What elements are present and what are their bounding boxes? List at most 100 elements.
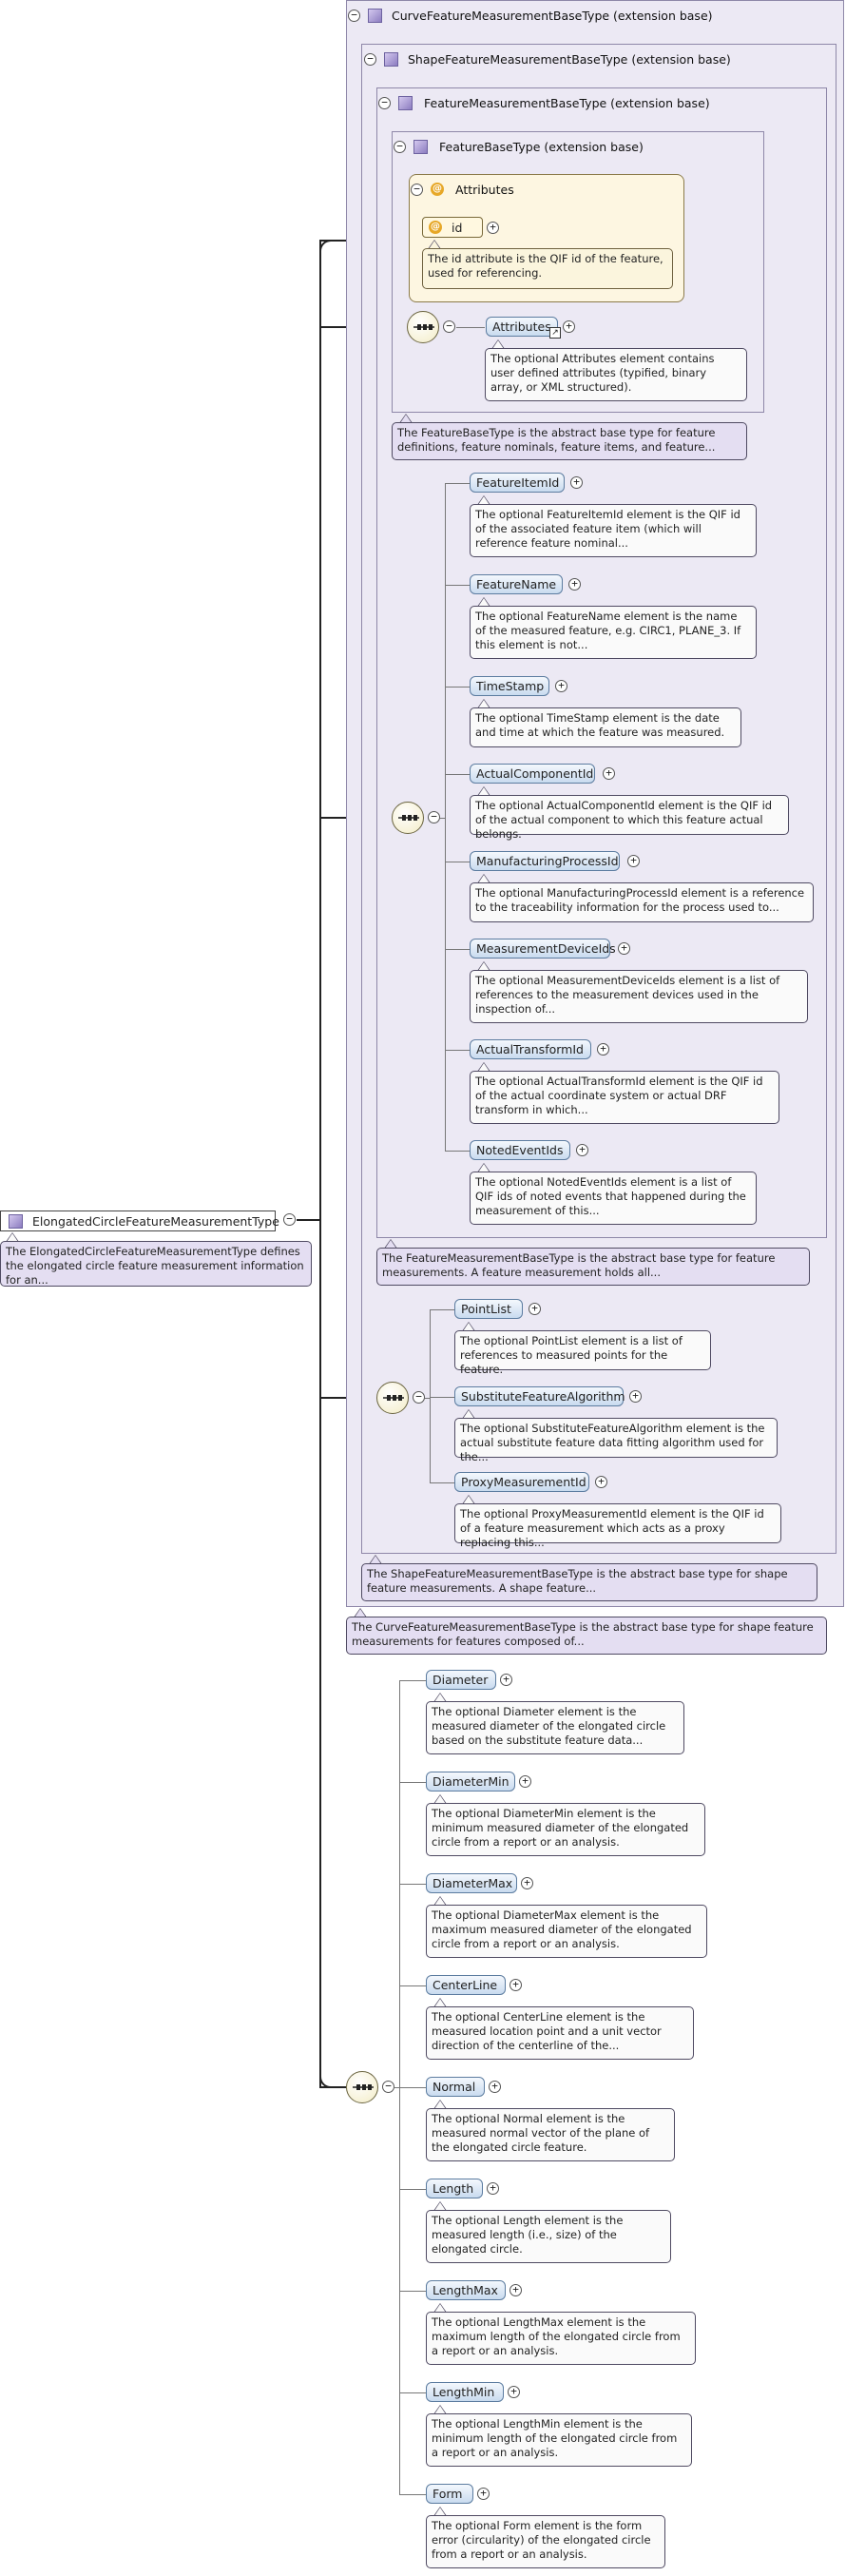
element-form[interactable]: Form — [426, 2484, 473, 2504]
sequence-featbase[interactable] — [407, 311, 439, 343]
element-expand-toggle[interactable]: + — [570, 476, 583, 489]
featmeas-children-bus — [445, 483, 446, 1151]
element-doc-tail — [433, 1998, 447, 2007]
id-attribute[interactable]: @ id — [422, 217, 483, 238]
element-diameter-doc: The optional Diameter element is the mea… — [426, 1701, 684, 1754]
element-expand-toggle[interactable]: + — [508, 2386, 520, 2398]
id-attribute-name: id — [452, 220, 463, 235]
element-doc-tail — [477, 786, 490, 796]
element-measurementdeviceids-doc: The optional MeasurementDeviceIds elemen… — [470, 970, 808, 1023]
attributes-element[interactable]: Attributes — [486, 317, 558, 337]
element-lengthmin[interactable]: LengthMin — [426, 2382, 504, 2402]
element-expand-toggle[interactable]: + — [576, 1144, 588, 1156]
element-connector — [430, 1397, 454, 1398]
element-featureitemid[interactable]: FeatureItemId — [470, 473, 565, 493]
element-expand-toggle[interactable]: + — [489, 2081, 501, 2093]
element-doc-tail — [433, 2405, 447, 2414]
element-centerline-doc: The optional CenterLine element is the m… — [426, 2006, 694, 2060]
element-expand-toggle[interactable]: + — [555, 680, 567, 692]
element-measurementdeviceids[interactable]: MeasurementDeviceIds — [470, 939, 616, 959]
sequence-featmeas[interactable] — [392, 802, 424, 834]
sequence-own[interactable] — [346, 2071, 378, 2103]
element-connector — [399, 2189, 426, 2190]
element-timestamp[interactable]: TimeStamp — [470, 676, 549, 696]
shape-doc-tail — [369, 1555, 382, 1564]
element-expand-toggle[interactable]: + — [618, 942, 630, 955]
element-normal[interactable]: Normal — [426, 2077, 485, 2097]
element-connector — [445, 949, 470, 950]
curve-doc-tail — [354, 1608, 367, 1617]
element-expand-toggle[interactable]: + — [510, 2284, 522, 2296]
element-proxymeasurementid[interactable]: ProxyMeasurementId — [454, 1472, 589, 1492]
element-expand-toggle[interactable]: + — [603, 767, 615, 780]
element-substitutefeaturealgorithm[interactable]: SubstituteFeatureAlgorithm — [454, 1386, 625, 1406]
element-expand-toggle[interactable]: + — [521, 1877, 533, 1889]
element-actualtransformid[interactable]: ActualTransformId — [470, 1039, 591, 1059]
element-doc-tail — [477, 495, 490, 505]
element-manufacturingprocessid[interactable]: ManufacturingProcessId — [470, 851, 620, 871]
trunk-line — [319, 240, 321, 2088]
element-expand-toggle[interactable]: + — [627, 855, 640, 867]
element-lengthmax[interactable]: LengthMax — [426, 2280, 506, 2300]
element-expand-toggle[interactable]: + — [629, 1390, 642, 1403]
element-centerline[interactable]: CenterLine — [426, 1975, 506, 1995]
element-expand-toggle[interactable]: + — [595, 1476, 607, 1488]
element-notedeventids[interactable]: NotedEventIds — [470, 1140, 570, 1160]
featbase-collapse-toggle[interactable]: − — [394, 140, 406, 153]
sequence-compositor-icon — [383, 1395, 404, 1401]
element-doc-tail — [433, 2100, 447, 2109]
element-expand-toggle[interactable]: + — [487, 2182, 499, 2195]
root-element-name: ElongatedCircleFeatureMeasurementType — [32, 1213, 279, 1229]
element-connector — [399, 2494, 426, 2495]
element-expand-toggle[interactable]: + — [597, 1043, 609, 1056]
element-expand-toggle[interactable]: + — [568, 578, 581, 591]
sequence-shape-toggle[interactable]: − — [413, 1391, 425, 1404]
shape-collapse-toggle[interactable]: − — [364, 52, 376, 66]
element-diametermin[interactable]: DiameterMin — [426, 1772, 515, 1792]
element-expand-toggle[interactable]: + — [510, 1979, 522, 1991]
sequence-featbase-toggle[interactable]: − — [443, 320, 455, 333]
shape-bus-connector — [425, 1398, 431, 1399]
featmeas-ext-header: − FeatureMeasurementBaseType (extension … — [378, 94, 710, 111]
element-actualcomponentid[interactable]: ActualComponentId — [470, 764, 595, 784]
element-connector — [445, 1050, 470, 1051]
featmeas-ext-title: FeatureMeasurementBaseType (extension ba… — [424, 95, 710, 110]
element-diametermin-doc: The optional DiameterMin element is the … — [426, 1803, 705, 1856]
own-bus-connector — [394, 2087, 400, 2088]
element-expand-toggle[interactable]: + — [529, 1303, 541, 1315]
element-featurename[interactable]: FeatureName — [470, 574, 563, 594]
featbase-doc-tail — [399, 414, 413, 423]
sequence-own-toggle[interactable]: − — [382, 2081, 394, 2093]
sequence-featmeas-toggle[interactable]: − — [428, 811, 440, 823]
element-connector — [445, 585, 470, 586]
sequence-shape[interactable] — [376, 1382, 409, 1414]
attributes-group-header: − @ Attributes — [411, 181, 514, 198]
curve-doc: The CurveFeatureMeasurementBaseType is t… — [346, 1617, 827, 1655]
id-expand-toggle[interactable]: + — [487, 222, 499, 234]
attribute-icon: @ — [431, 183, 444, 196]
element-manufacturingprocessid-doc: The optional ManufacturingProcessId elem… — [470, 882, 814, 922]
attributes-collapse-toggle[interactable]: − — [411, 183, 423, 196]
element-expand-toggle[interactable]: + — [477, 2488, 490, 2500]
featmeas-collapse-toggle[interactable]: − — [378, 96, 391, 109]
complex-type-icon — [368, 8, 382, 23]
element-doc-tail — [477, 874, 490, 883]
attributes-element-expand[interactable]: + — [563, 320, 575, 333]
element-diametermax[interactable]: DiameterMax — [426, 1873, 517, 1893]
root-connector — [297, 1219, 319, 1221]
complex-type-icon — [9, 1213, 23, 1229]
element-diameter[interactable]: Diameter — [426, 1670, 496, 1690]
element-length[interactable]: Length — [426, 2179, 483, 2198]
element-pointlist-doc: The optional PointList element is a list… — [454, 1330, 711, 1376]
element-normal-doc: The optional Normal element is the measu… — [426, 2108, 675, 2161]
curve-collapse-toggle[interactable]: − — [348, 9, 360, 22]
element-pointlist[interactable]: PointList — [454, 1299, 523, 1319]
element-connector — [399, 2087, 426, 2088]
trunk-corner-bottom — [319, 2075, 333, 2088]
root-element-box[interactable]: ElongatedCircleFeatureMeasurementType — [0, 1211, 279, 1231]
element-expand-toggle[interactable]: + — [519, 1775, 531, 1788]
element-expand-toggle[interactable]: + — [500, 1674, 512, 1686]
root-collapse-toggle[interactable]: − — [283, 1213, 296, 1226]
featbase-doc: The FeatureBaseType is the abstract base… — [392, 422, 747, 460]
element-lengthmax-doc: The optional LengthMax element is the ma… — [426, 2312, 696, 2365]
